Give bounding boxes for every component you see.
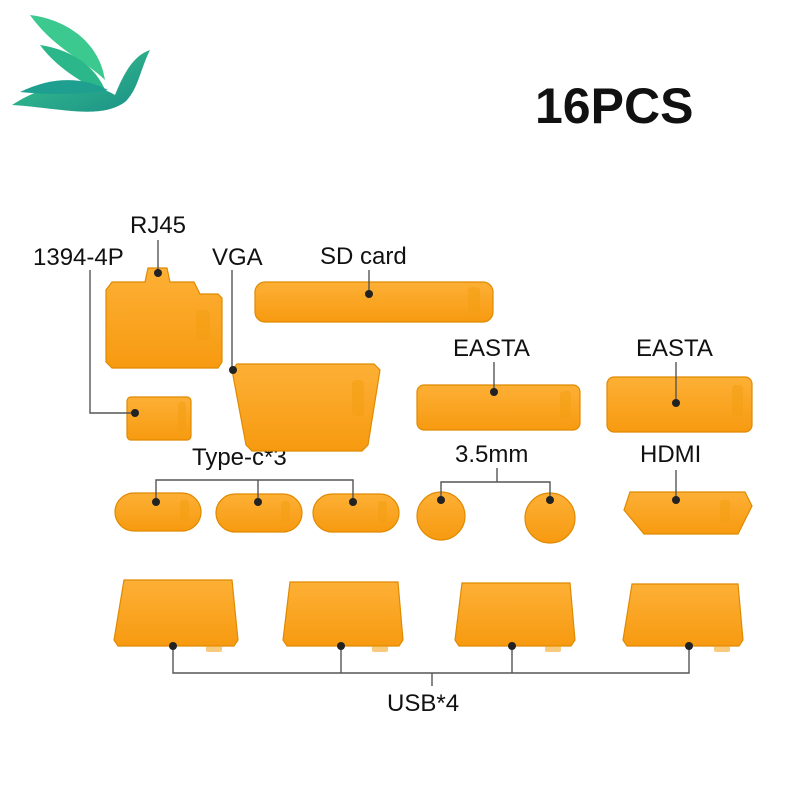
dot-usb-3 — [508, 642, 516, 650]
dot-type-c-3 — [349, 498, 357, 506]
sd-card-plug — [254, 281, 494, 323]
label-hdmi: HDMI — [640, 441, 701, 468]
label-rj45: RJ45 — [130, 212, 186, 239]
usb-plug-4 — [622, 583, 744, 652]
dot-vga — [229, 366, 237, 374]
label-usb: USB*4 — [387, 690, 459, 717]
leader-type-c — [155, 479, 354, 500]
dot-audio-1 — [437, 496, 445, 504]
dot-rj45 — [154, 269, 162, 277]
label-3-5mm: 3.5mm — [455, 441, 528, 468]
bird-logo-icon — [12, 15, 150, 112]
dot-hdmi — [672, 496, 680, 504]
quantity-title: 16PCS — [535, 78, 693, 134]
vga-plug — [231, 363, 381, 452]
1394-4p-plug — [126, 396, 192, 441]
usb-plug-1 — [113, 579, 239, 652]
rj45-plug — [105, 267, 223, 369]
type-c-plug-3 — [312, 493, 400, 533]
leader-3-5mm — [440, 468, 551, 498]
type-c-plug-1 — [114, 492, 202, 532]
dot-usb-4 — [685, 642, 693, 650]
type-c-plug-2 — [215, 493, 303, 533]
dot-easta-1 — [490, 388, 498, 396]
dot-1394-4p — [131, 409, 139, 417]
easta-plug-1 — [416, 384, 581, 431]
leader-1394-4p — [89, 270, 133, 414]
hdmi-plug — [623, 491, 753, 535]
usb-plug-2 — [282, 581, 404, 652]
label-vga: VGA — [212, 244, 263, 271]
dot-sd-card — [365, 290, 373, 298]
dot-usb-2 — [337, 642, 345, 650]
label-sd-card: SD card — [320, 243, 407, 270]
dot-type-c-2 — [254, 498, 262, 506]
dot-audio-2 — [546, 496, 554, 504]
label-easta-1: EASTA — [453, 335, 530, 362]
label-easta-2: EASTA — [636, 335, 713, 362]
label-1394-4p: 1394-4P — [33, 244, 124, 271]
dot-type-c-1 — [152, 498, 160, 506]
usb-plug-3 — [454, 582, 576, 652]
dot-easta-2 — [672, 399, 680, 407]
dot-usb-1 — [169, 642, 177, 650]
leader-usb — [172, 648, 690, 686]
